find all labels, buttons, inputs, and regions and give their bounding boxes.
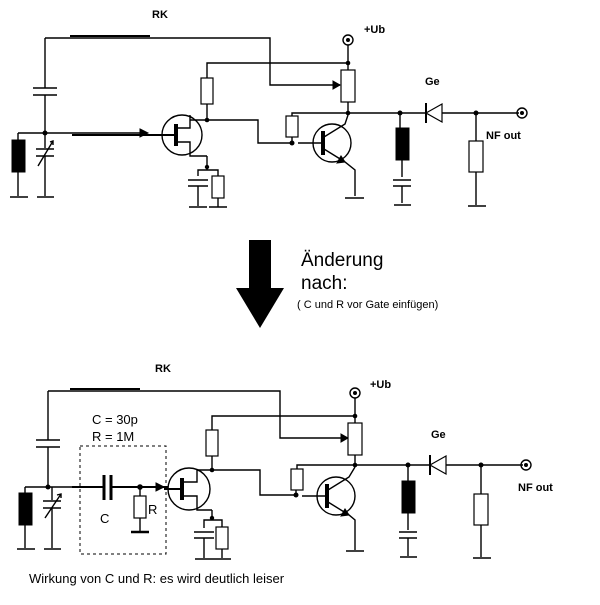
bottom-potentiometer [347,422,363,456]
top-input-coil [11,139,26,173]
effect-caption: Wirkung von C und R: es wird deutlich le… [29,571,285,586]
inserted-rc-box [79,445,167,555]
bottom-circuit: RK C = 30p R = 1M C R [17,363,553,560]
top-wiper-arrow [332,80,342,90]
r-label: R [148,502,157,517]
bottom-rk-capacitor [36,439,60,448]
c-label: C [100,511,109,526]
top-diode [424,102,443,124]
bottom-ge-label: Ge [431,429,446,441]
change-note: ( C und R vor Gate einfügen) [297,299,438,311]
bottom-ub-label: +Ub [370,379,391,391]
top-feedback-wire [45,37,340,86]
bottom-source-resistor [215,526,229,550]
inserted-resistor-r [133,495,147,519]
bottom-output-choke [401,480,416,514]
inserted-capacitor-c [102,475,113,500]
bottom-source-capacitor [194,531,214,539]
top-base-resistor [285,115,299,138]
bottom-nf-out-label: NF out [518,482,553,494]
top-rk-capacitor [33,87,57,96]
change-arrow [236,240,284,328]
bottom-diode [428,454,447,476]
top-output-choke [395,127,410,161]
top-output-resistor [468,140,484,173]
top-nf-out-label: NF out [486,130,521,142]
top-potentiometer [340,69,356,103]
change-title-line1: Änderung [301,250,383,271]
top-source-resistor [211,175,225,199]
arrow-shaft [249,240,271,288]
top-ub-label: +Ub [364,24,385,36]
r-value-label: R = 1M [92,429,134,444]
change-title-line2: nach: [301,273,347,294]
bottom-base-resistor [290,468,304,491]
arrow-head [236,288,284,328]
top-circuit: RK [10,9,528,208]
bottom-feedback-wire [48,390,348,439]
top-ge-label: Ge [425,76,440,88]
top-output-capacitor [393,179,411,187]
top-source-capacitor [188,179,208,187]
bottom-drain-resistor [205,429,219,457]
bottom-nf-out-terminal [520,459,532,471]
bottom-rk-label: RK [155,363,171,375]
top-nf-out-terminal [516,107,528,119]
bottom-input-coil [18,492,33,526]
top-rk-label: RK [152,9,168,21]
top-drain-resistor [200,77,214,105]
bottom-output-resistor [473,493,489,526]
bottom-output-capacitor [399,531,417,539]
c-value-label: C = 30p [92,412,138,427]
